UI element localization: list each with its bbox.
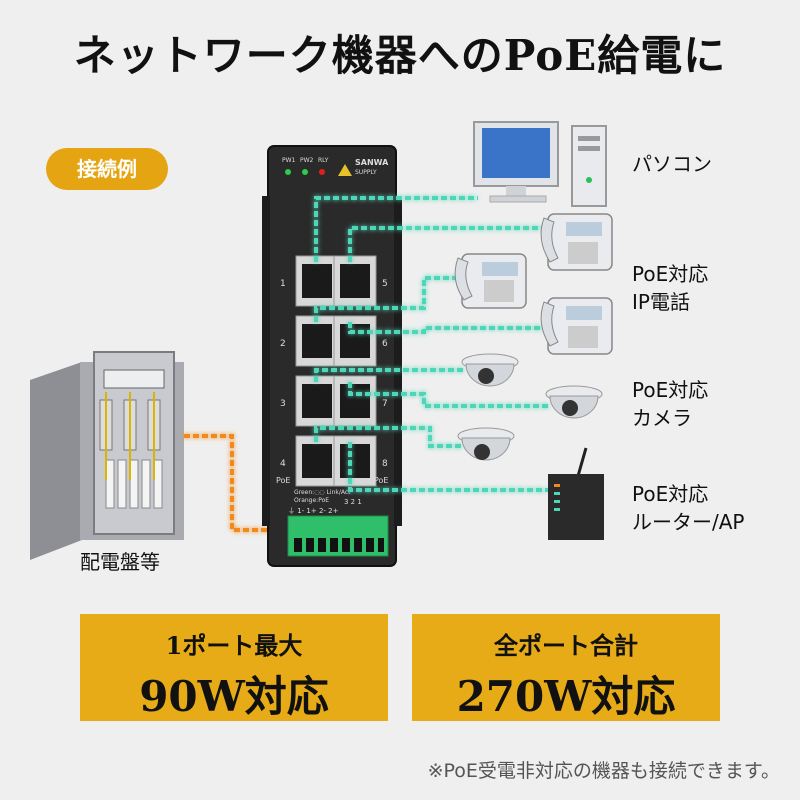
per-port-power-box: 1ポート最大 90W対応: [80, 614, 388, 721]
port-number: 7: [382, 399, 388, 409]
dome-camera-icon: [545, 385, 603, 419]
terminal-block: [287, 515, 389, 557]
ip-phone-icon: [454, 253, 527, 309]
total-power-value: 270W対応: [456, 672, 676, 721]
terminal-bottom-label: ⏚ 1- 1+ 2- 2+: [288, 507, 339, 515]
led-pw1-label: PW1: [282, 157, 296, 164]
ip-phone-label-line2: IP電話: [632, 290, 690, 314]
terminal-top-label: 3 2 1: [344, 498, 362, 506]
connection-example-badge: 接続例: [46, 148, 168, 190]
data-cables: [314, 196, 548, 492]
panel-label: 配電盤等: [80, 550, 160, 574]
power-cable: [184, 434, 298, 532]
total-power-box: 全ポート合計 270W対応: [412, 614, 720, 721]
router-label-line2: ルーター/AP: [632, 510, 745, 534]
footnote: ※PoE受電非対応の機器も接続できます。: [427, 760, 780, 782]
port-number: 8: [382, 459, 388, 469]
pc-label: パソコン: [632, 152, 712, 176]
per-port-power-heading: 1ポート最大: [165, 631, 303, 660]
port-number: 1: [280, 279, 286, 289]
computer-icon: [473, 121, 607, 207]
port-number: 3: [280, 399, 286, 409]
port-number: 4: [280, 459, 286, 469]
page-title: ネットワーク機器へのPoE給電に: [73, 31, 727, 80]
dome-camera-icon: [457, 427, 515, 461]
switch-brand-label: SANWA: [355, 158, 389, 167]
ip-phone-icon: [540, 297, 613, 355]
port-number: 6: [382, 339, 388, 349]
switch-brand-sub-label: SUPPLY: [355, 169, 377, 176]
led-pw2-label: PW2: [300, 157, 314, 164]
legend-line2: Orange:PoE: [294, 497, 329, 504]
router-label-line1: PoE対応: [632, 482, 709, 506]
total-power-heading: 全ポート合計: [494, 631, 638, 660]
camera-label-line2: カメラ: [632, 406, 692, 430]
poe-right-label: PoE: [374, 476, 389, 485]
ethernet-ports: [295, 255, 377, 487]
ip-phone-label-line1: PoE対応: [632, 262, 709, 286]
port-number: 2: [280, 339, 286, 349]
legend-line1: Green:◌◌ Link/Act: [294, 489, 351, 496]
dome-camera-icon: [461, 353, 519, 387]
led-rly-label: RLY: [318, 157, 329, 164]
port-number: 5: [382, 279, 388, 289]
router-icon: [548, 447, 604, 540]
per-port-power-value: 90W対応: [139, 672, 329, 721]
poe-left-label: PoE: [276, 476, 291, 485]
distribution-panel-icon: [30, 351, 184, 560]
camera-label-line1: PoE対応: [632, 378, 709, 402]
ip-phone-icon: [540, 213, 613, 271]
